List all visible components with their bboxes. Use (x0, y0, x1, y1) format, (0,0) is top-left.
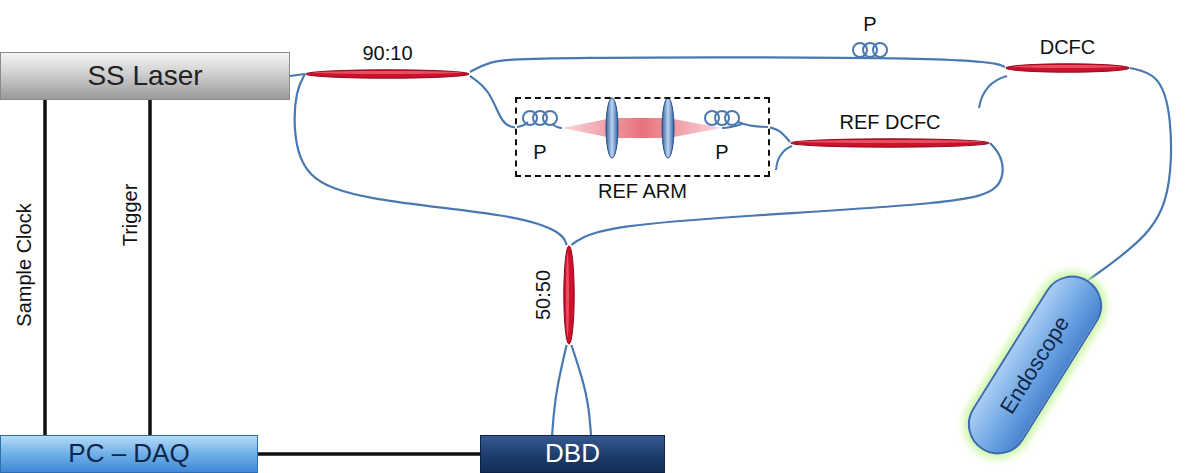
coupler-shape (1005, 63, 1130, 73)
detector-box: DBD (480, 435, 665, 473)
node-label: Endoscope (995, 312, 1075, 419)
signal-label: Sample Clock (13, 203, 36, 326)
reference-arm-box: REF ARM (515, 97, 770, 177)
light-beam (562, 118, 722, 138)
node-label: REF ARM (598, 180, 687, 203)
node-label: DBD (545, 439, 600, 469)
coupler-shape (305, 69, 470, 79)
coupler-highlight (1013, 65, 1122, 68)
fiber-stub (979, 76, 1007, 108)
coupler-highlight (313, 71, 462, 74)
optical-fiber (295, 74, 567, 245)
node-label: 90:10 (362, 42, 412, 65)
optical-fiber (552, 345, 566, 435)
fiber-coupler: REF DCFC (790, 138, 990, 148)
component-label: P (863, 13, 876, 36)
node-label: SS Laser (87, 60, 202, 92)
fiber-coupler: 50:50 (563, 245, 575, 345)
signal-label: Trigger (119, 184, 142, 247)
coupler-body (791, 139, 989, 147)
optical-fiber (290, 74, 305, 76)
coupler-shape (790, 138, 990, 148)
fiber-stub (776, 146, 792, 170)
node-label: 50:50 (532, 270, 555, 320)
optical-fiber (1088, 68, 1171, 280)
coupler-highlight (798, 140, 982, 143)
optical-fiber (470, 57, 1005, 72)
lens (662, 98, 674, 158)
node-label: PC – DAQ (68, 439, 189, 469)
optical-fiber (470, 76, 515, 127)
lens (606, 98, 618, 158)
optical-fiber (571, 143, 1002, 245)
daq-box: PC – DAQ (0, 435, 258, 473)
polarization-controller (853, 43, 887, 57)
signal-cable (43, 100, 47, 435)
fiber-coupler: DCFC (1005, 63, 1130, 73)
endoscope-capsule: Endoscope (957, 264, 1114, 465)
component-label: P (715, 141, 728, 164)
optical-fiber (571, 345, 591, 435)
signal-cable (148, 100, 152, 435)
laser-box: SS Laser (0, 52, 290, 100)
fiber-coupler: 90:10 (305, 69, 470, 79)
reference-arm-optics (517, 98, 768, 158)
coupler-highlight (566, 253, 569, 337)
coupler-body (564, 246, 574, 344)
node-label: DCFC (1040, 36, 1096, 59)
signal-cable (258, 452, 480, 456)
coupler-shape (563, 245, 575, 345)
coupler-body (306, 70, 469, 78)
coupler-body (1006, 64, 1129, 72)
optical-fiber (770, 127, 790, 142)
component-label: P (533, 141, 546, 164)
node-label: REF DCFC (839, 111, 940, 134)
